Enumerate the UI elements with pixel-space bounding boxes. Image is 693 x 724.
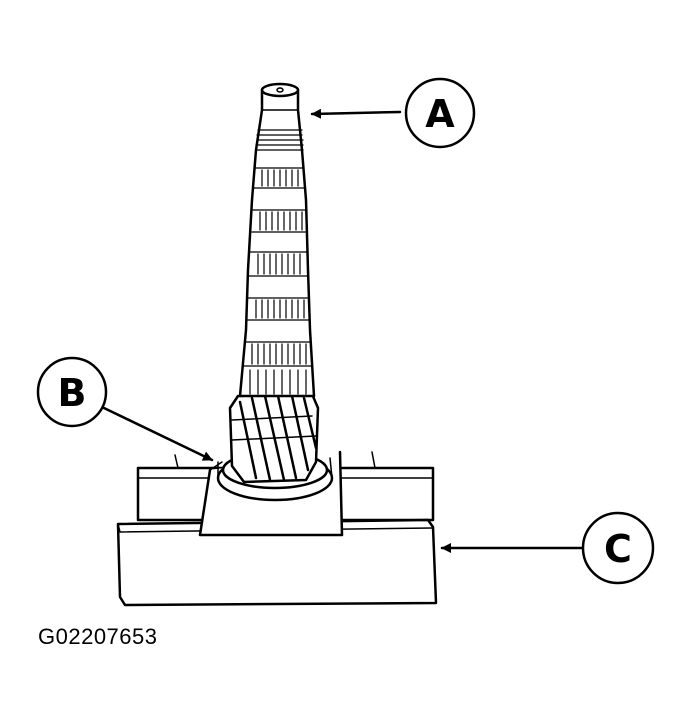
callout-b: B [36,356,214,462]
shaft-threads [255,129,304,151]
callout-c-label: C [604,527,632,571]
shaft-splines [243,167,313,395]
callout-a: A [310,77,476,149]
figure-id: G02207653 [38,624,158,649]
callout-c: C [440,511,655,585]
callout-b-label: B [58,371,87,415]
helical-gear [228,392,320,484]
callout-a-label: A [425,92,455,136]
output-shaft [238,82,316,398]
